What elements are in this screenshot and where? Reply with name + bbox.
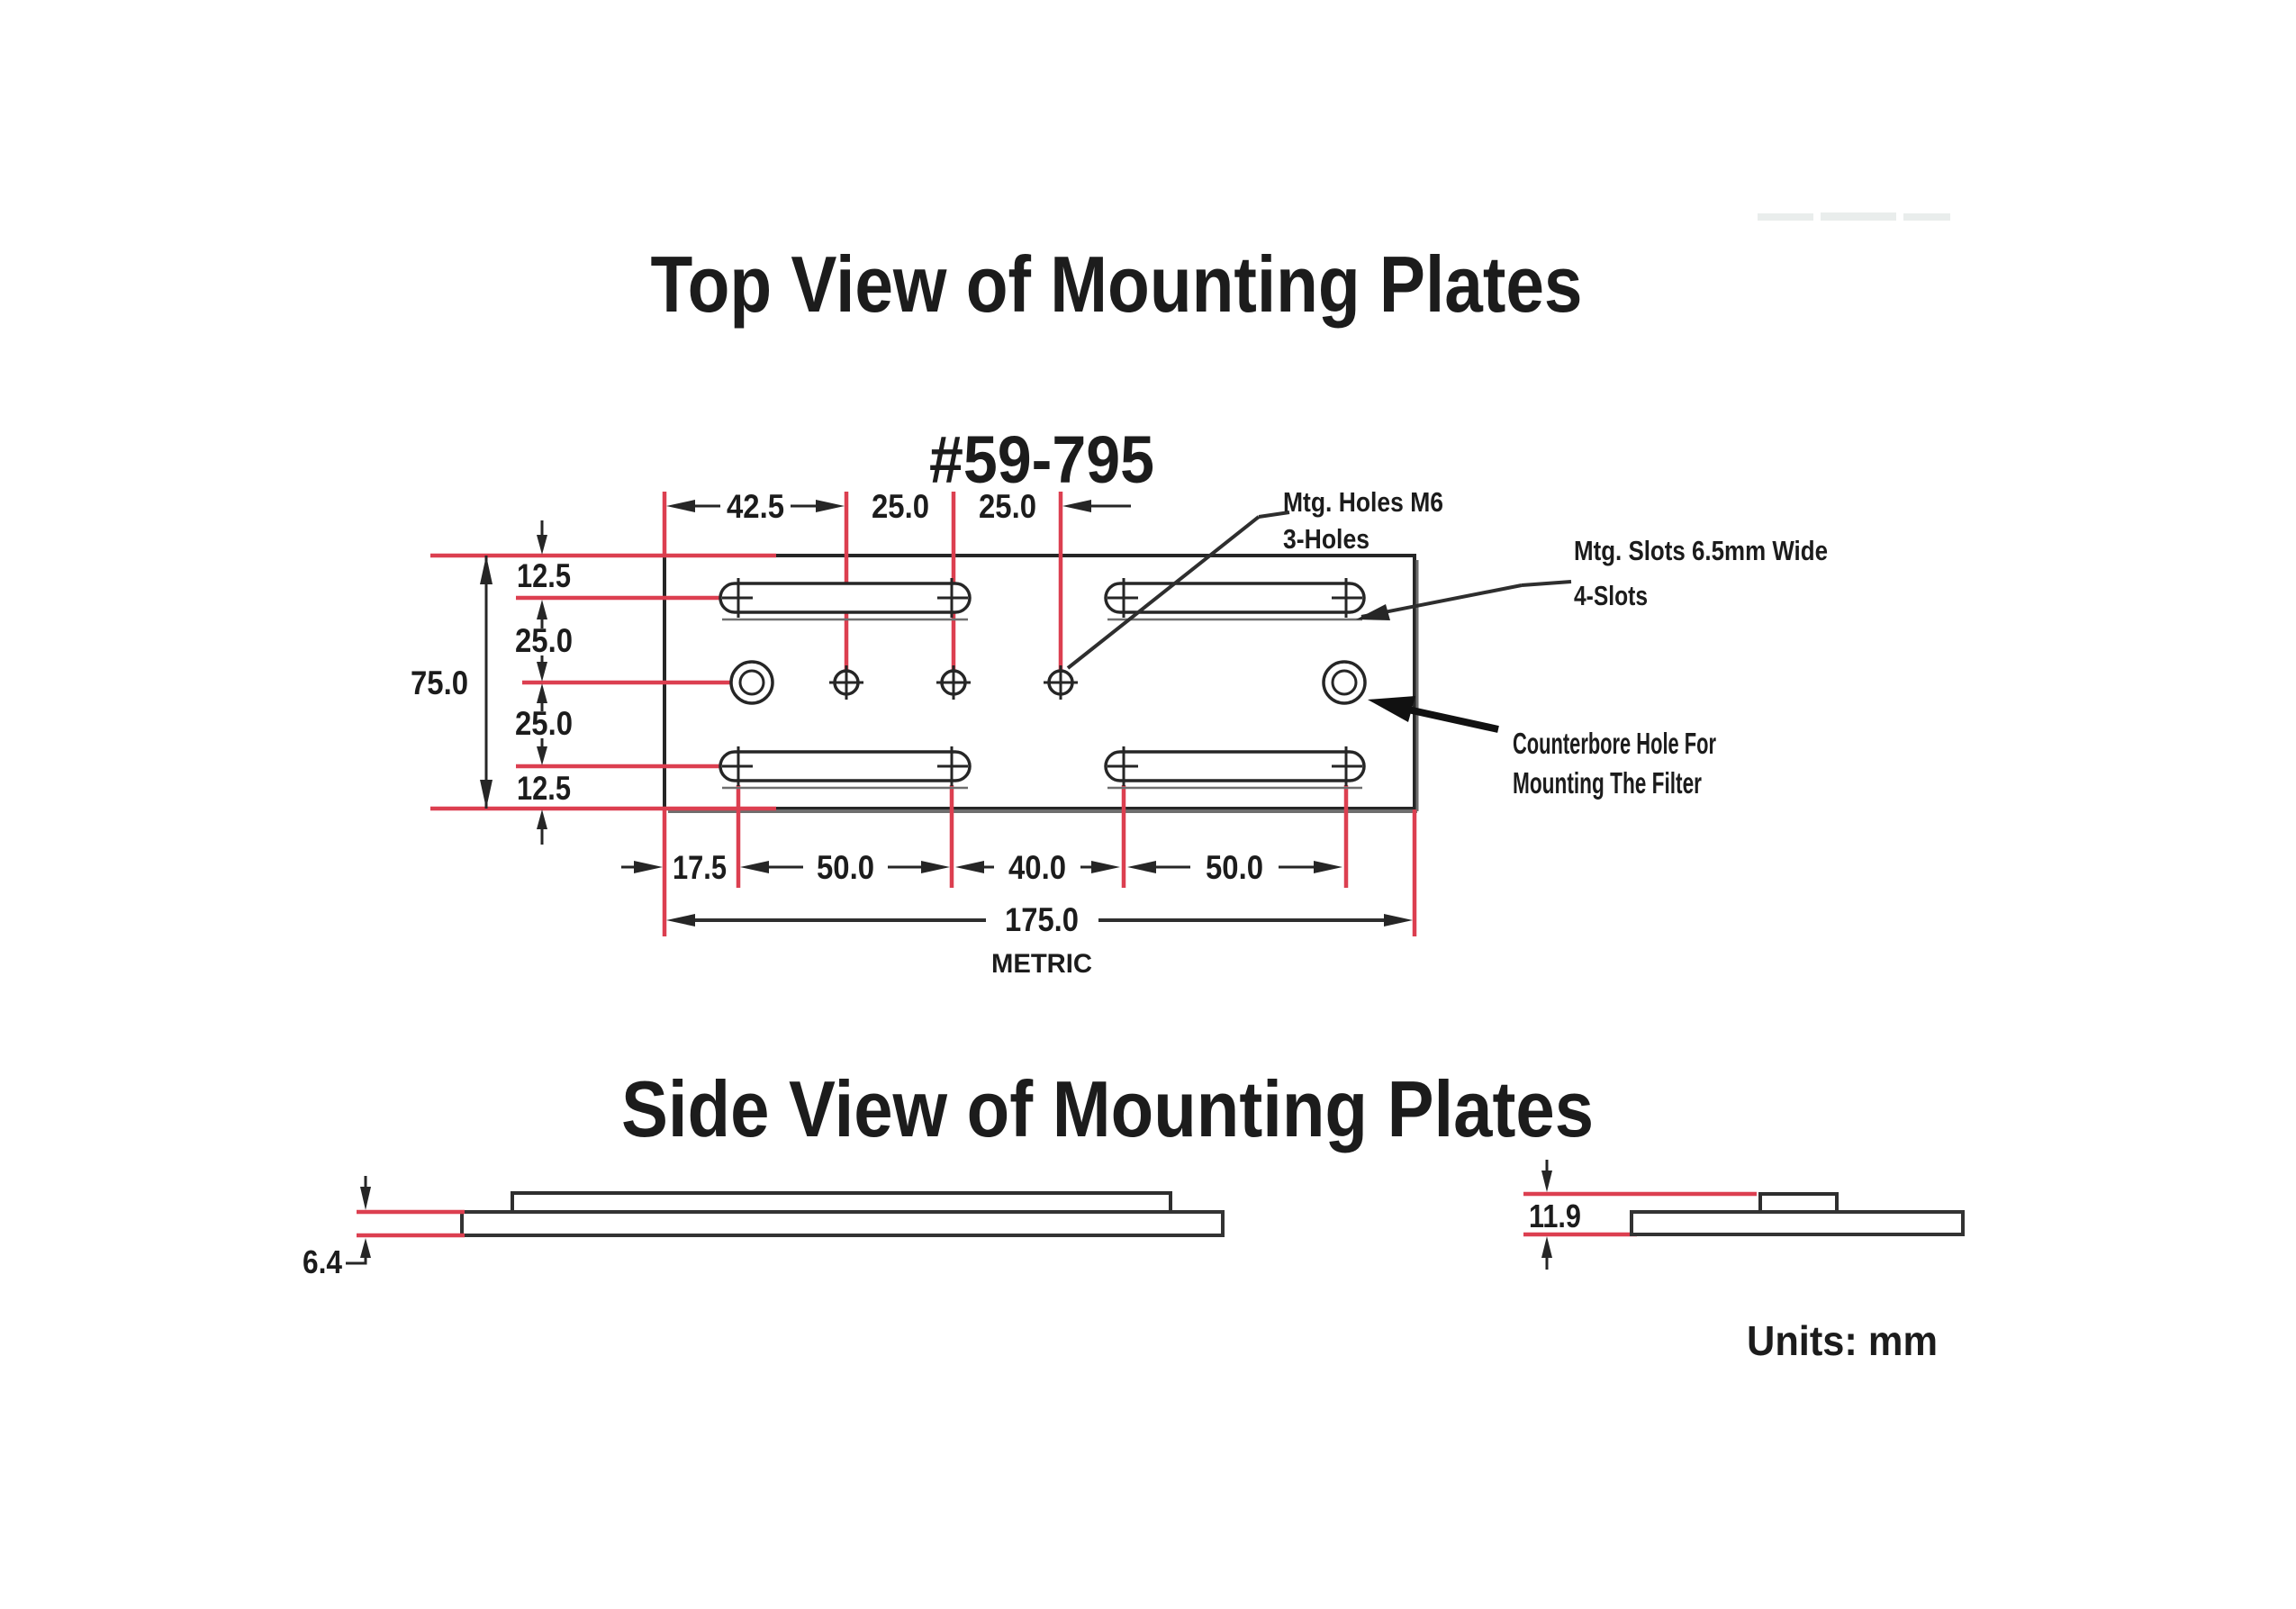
- arrowhead-outside-icon: [1062, 500, 1091, 512]
- mounting-slots: [719, 578, 1366, 790]
- upper-plate-profile: [511, 1191, 1172, 1212]
- leader-line-holes: [1066, 515, 1261, 670]
- dim-11-9: 11.9: [1529, 1160, 1581, 1270]
- dim-left-12-5-top: 12.5: [517, 557, 571, 594]
- dim-bottom-50-0-a: 50.0: [817, 849, 874, 886]
- leader-arrowhead-icon: [1356, 604, 1390, 620]
- dim-175-0-label: 175.0: [1005, 901, 1079, 938]
- red-extension-lines: [430, 492, 1417, 936]
- callout-holes-line2: 3-Holes: [1283, 523, 1369, 555]
- m6-hole-1: [829, 665, 863, 700]
- side-view-right-assembly: 11.9: [1523, 1160, 1965, 1270]
- dim-bottom-40-0: 40.0: [1008, 849, 1066, 886]
- dim-overall-height: 75.0: [411, 556, 493, 809]
- counterbore-arrow-shaft: [1395, 703, 1499, 733]
- dim-left-25-0-upper: 25.0: [515, 622, 573, 659]
- dim-top-25-0-a: 25.0: [872, 488, 929, 525]
- callout-slots-line2: 4-Slots: [1574, 580, 1648, 611]
- slot-top-left: [719, 578, 972, 621]
- dim-overall-width: 175.0: [666, 901, 1413, 938]
- slot-bottom-left: [719, 746, 972, 790]
- side-view-title: Side View of Mounting Plates: [621, 1064, 1594, 1153]
- units-label: Units: mm: [1747, 1317, 1938, 1364]
- dim-bottom-17-5: 17.5: [673, 849, 727, 886]
- callout-slots-line1: Mtg. Slots 6.5mm Wide: [1574, 535, 1828, 566]
- lower-plate-profile: [460, 1210, 1225, 1237]
- side-view-left-assembly: 6.4: [303, 1176, 1225, 1280]
- dim-6-4: 6.4: [303, 1176, 371, 1280]
- callout-counterbore-line2: Mounting The Filter: [1513, 766, 1702, 800]
- dim-chain-top: 42.5 25.0 25.0: [666, 488, 1131, 525]
- dim-top-25-0-b: 25.0: [979, 488, 1036, 525]
- scan-artifact: [1758, 212, 1950, 221]
- counterbore-holes: [729, 660, 1367, 705]
- dim-bottom-50-0-b: 50.0: [1206, 849, 1263, 886]
- dim-chain-bottom: 17.5 50.0 40.0 50.0: [621, 849, 1342, 886]
- callout-mtg-slots: Mtg. Slots 6.5mm Wide 4-Slots: [1356, 535, 1828, 620]
- counterbore-left: [729, 660, 774, 705]
- callout-holes-line1: Mtg. Holes M6: [1283, 486, 1443, 518]
- callout-counterbore: Counterbore Hole For Mounting The Filter: [1368, 696, 1716, 800]
- dim-75-0-label: 75.0: [411, 664, 468, 701]
- callout-mtg-holes: Mtg. Holes M6 3-Holes: [1066, 486, 1443, 670]
- slot-bottom-right: [1104, 746, 1366, 790]
- counterbore-right: [1322, 660, 1367, 705]
- slot-top-right: [1104, 578, 1366, 621]
- arrowhead-right-icon: [816, 500, 845, 512]
- upper-plate-step-profile: [1758, 1192, 1839, 1212]
- dim-top-42-5: 42.5: [727, 488, 784, 525]
- leader-line-slots: [1360, 583, 1523, 619]
- part-number: #59-795: [929, 422, 1154, 497]
- m6-hole-3: [1044, 665, 1078, 700]
- counterbore-arrowhead-icon: [1368, 696, 1415, 722]
- dim-left-12-5-bottom: 12.5: [517, 770, 571, 807]
- dim-6-4-label: 6.4: [303, 1243, 342, 1280]
- metric-label: METRIC: [991, 949, 1092, 979]
- m6-mounting-holes: [829, 665, 1078, 700]
- dim-chain-left: 12.5 25.0 25.0 12.5: [515, 520, 573, 845]
- arrowhead-left-icon: [666, 500, 695, 512]
- lower-plate-profile-right: [1630, 1210, 1965, 1236]
- m6-hole-2: [936, 665, 971, 700]
- top-view-title: Top View of Mounting Plates: [651, 240, 1583, 329]
- dim-11-9-label: 11.9: [1529, 1198, 1581, 1234]
- callout-counterbore-line1: Counterbore Hole For: [1513, 727, 1716, 760]
- dim-left-25-0-lower: 25.0: [515, 705, 573, 742]
